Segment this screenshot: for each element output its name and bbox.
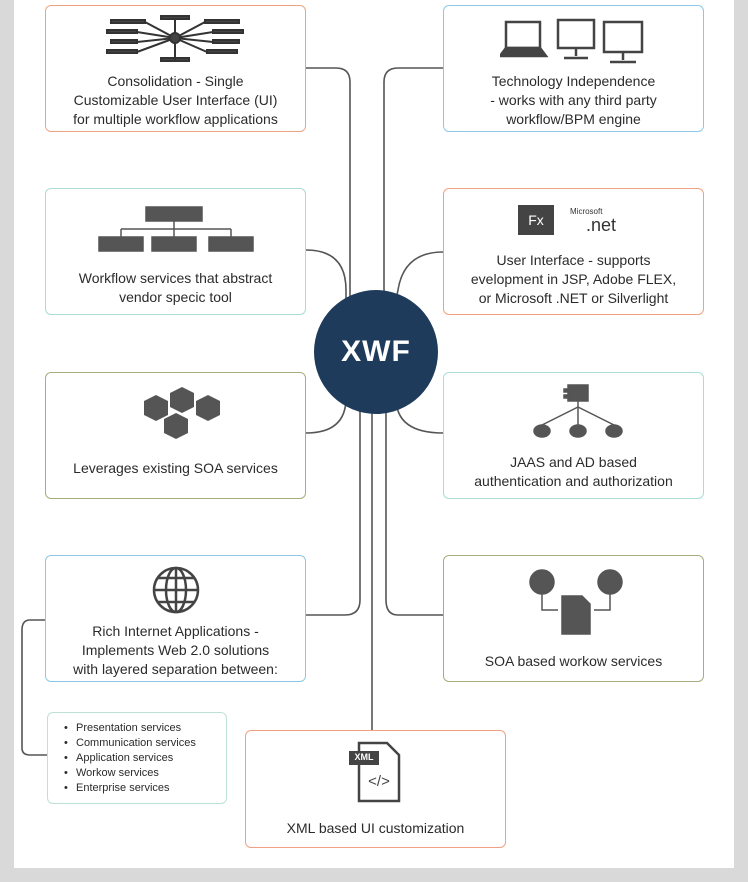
ui-line-2: evelopment in JSP, Adobe FLEX, xyxy=(470,271,677,287)
soa-workflow-line-1: SOA based workow services xyxy=(484,653,663,669)
dotnet-label: .net xyxy=(586,215,617,235)
xml-line-1: XML based UI customization xyxy=(286,820,465,836)
ui-line-1: User Interface - supports xyxy=(496,252,651,268)
document-flow-icon xyxy=(529,569,623,635)
connector-services xyxy=(21,619,47,756)
globe-icon xyxy=(152,566,200,614)
xwf-hub: XWF xyxy=(314,290,438,414)
technology-line-2: - works with any third party xyxy=(490,92,657,108)
services-list-box: Presentation services Communication serv… xyxy=(47,712,227,804)
xml-tag-label: XML xyxy=(354,752,374,762)
consolidation-line-2: Customizable User Interface (UI) xyxy=(73,92,278,108)
workflow-box: Workflow services that abstract vendor s… xyxy=(45,188,306,315)
technology-line-3: workflow/BPM engine xyxy=(506,111,641,127)
list-item: Application services xyxy=(64,751,226,766)
code-symbol: </> xyxy=(368,773,390,790)
soa-leverage-box: Leverages existing SOA services xyxy=(45,372,306,499)
connector-consolidation xyxy=(306,67,351,300)
microsoft-label: Microsoft xyxy=(570,207,603,216)
connector-technology xyxy=(383,67,443,300)
devices-icon xyxy=(500,18,644,64)
connector-workflow xyxy=(305,249,347,320)
connector-ria xyxy=(306,405,361,616)
consolidation-line-1: Consolidation - Single xyxy=(107,73,244,89)
xml-file-icon: XML </> xyxy=(349,741,403,803)
ria-line-3: with layered separation between: xyxy=(73,661,278,677)
ria-box: Rich Internet Applications - Implements … xyxy=(45,555,306,682)
soa-leverage-line-1: Leverages existing SOA services xyxy=(73,460,278,476)
hexagons-icon xyxy=(144,387,220,439)
ui-box: Fx Microsoft .net User Interface - suppo… xyxy=(443,188,704,315)
connector-ui xyxy=(391,251,444,321)
ria-line-2: Implements Web 2.0 solutions xyxy=(81,642,270,658)
flex-dotnet-icon: Fx Microsoft .net xyxy=(518,205,638,237)
list-item: Presentation services xyxy=(64,721,226,736)
flex-logo: Fx xyxy=(518,205,554,235)
jaas-line-1: JAAS and AD based xyxy=(510,454,637,470)
consolidation-box: Consolidation - Single Customizable User… xyxy=(45,5,306,132)
database-tree-icon xyxy=(533,384,623,438)
services-list: Presentation services Communication serv… xyxy=(48,713,226,796)
jaas-box: JAAS and AD based authentication and aut… xyxy=(443,372,704,499)
workflow-line-1: Workflow services that abstract xyxy=(78,270,273,286)
jaas-line-2: authentication and authorization xyxy=(474,473,673,489)
workflow-line-2: vendor specic tool xyxy=(119,289,232,305)
connector-soa-leverage xyxy=(305,397,347,434)
connector-soa-workflow xyxy=(385,405,443,616)
technology-line-1: Technology Independence xyxy=(491,73,656,89)
org-chart-icon xyxy=(98,206,254,252)
list-item: Communication services xyxy=(64,736,226,751)
xml-box: XML </> XML based UI customization xyxy=(245,730,506,848)
hub-network-icon xyxy=(106,15,244,62)
ria-line-1: Rich Internet Applications - xyxy=(92,623,259,639)
technology-box: Technology Independence - works with any… xyxy=(443,5,704,132)
list-item: Enterprise services xyxy=(64,781,226,796)
list-item: Workow services xyxy=(64,766,226,781)
soa-workflow-box: SOA based workow services xyxy=(443,555,704,682)
ui-line-3: or Microsoft .NET or Silverlight xyxy=(478,290,669,306)
consolidation-line-3: for multiple workflow applications xyxy=(73,111,278,127)
